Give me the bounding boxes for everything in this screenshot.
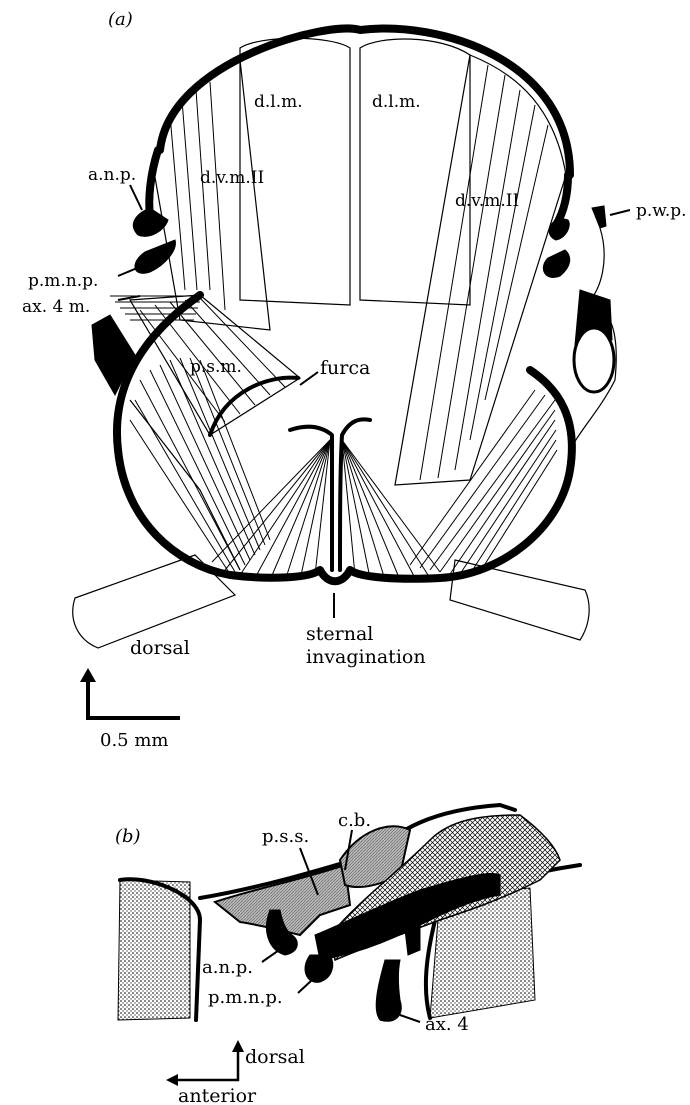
furca-arrow	[300, 372, 318, 385]
small-process-b	[405, 925, 420, 955]
cb-label: c.b.	[338, 810, 371, 831]
sternal-label-line2: invagination	[306, 646, 426, 668]
furca-right-arm	[340, 419, 370, 570]
axis-anterior-label: anterior	[178, 1085, 257, 1105]
thorax-outline-left	[149, 150, 158, 215]
pwp-label: p.w.p.	[636, 201, 687, 221]
anp-arrow-b	[262, 948, 282, 962]
right-coxal-opening	[574, 328, 614, 392]
pmnp-process-b	[305, 955, 333, 982]
dlm-right-block	[360, 39, 470, 305]
anp-label-b: a.n.p.	[202, 957, 253, 978]
scale-bar-label: 0.5 mm	[100, 730, 168, 751]
pwp-arrow	[610, 210, 630, 215]
sternal-label-line1: sternal	[306, 623, 373, 645]
anp-process-left	[133, 208, 168, 236]
left-stippled-sclerite	[118, 880, 190, 1020]
scale-bar	[88, 672, 180, 718]
orientation-axes	[172, 1045, 238, 1080]
ax4-arrow-b	[400, 1015, 420, 1022]
central-fan-muscle-left	[212, 440, 330, 581]
panel-b-label: (b)	[115, 826, 141, 847]
right-wing-process-2	[543, 250, 569, 277]
anp-arrow	[130, 185, 142, 210]
dlm-right-label: d.l.m.	[372, 92, 421, 112]
panel-a-label: (a)	[108, 9, 133, 30]
scale-bar-arrowhead	[80, 668, 96, 682]
panel-a: (a) d.l.m. d.l.m. d.v.m.II d.v.m.II a.n.…	[22, 9, 687, 751]
panel-b: (b) p.s.s. c.b. a.n.p. p.m.n.p. ax. 4	[115, 805, 580, 1105]
central-fan-muscle-right	[342, 440, 440, 580]
thorax-outline-top	[160, 29, 570, 176]
pmnp-label: p.m.n.p.	[28, 271, 98, 291]
dorsal-label-a: dorsal	[130, 637, 190, 659]
furca-label: furca	[320, 357, 370, 379]
pwp-process	[592, 206, 606, 228]
pmnp-label-b: p.m.n.p.	[208, 987, 283, 1008]
dvm-left-label: d.v.m.II	[200, 168, 264, 188]
dlm-left-label: d.l.m.	[254, 92, 303, 112]
dvm-right-label: d.v.m.II	[455, 191, 519, 211]
dorsal-arrowhead	[232, 1040, 244, 1052]
sternal-body-outline	[117, 295, 572, 581]
dvm-left-fibers	[170, 82, 225, 310]
ax4m-label: ax. 4 m.	[22, 297, 90, 317]
anp-label: a.n.p.	[88, 165, 136, 185]
right-wing-process-1	[549, 218, 569, 240]
pss-label: p.s.s.	[262, 826, 309, 847]
ax4-label-b: ax. 4	[425, 1014, 469, 1035]
pmnp-arrow-b	[298, 980, 312, 993]
ax4-process-b	[376, 960, 401, 1021]
pmnp-process-left	[135, 240, 175, 273]
psm-label: p.s.m.	[190, 357, 242, 377]
axis-dorsal-label: dorsal	[245, 1046, 305, 1068]
anterior-arrowhead	[166, 1074, 178, 1086]
